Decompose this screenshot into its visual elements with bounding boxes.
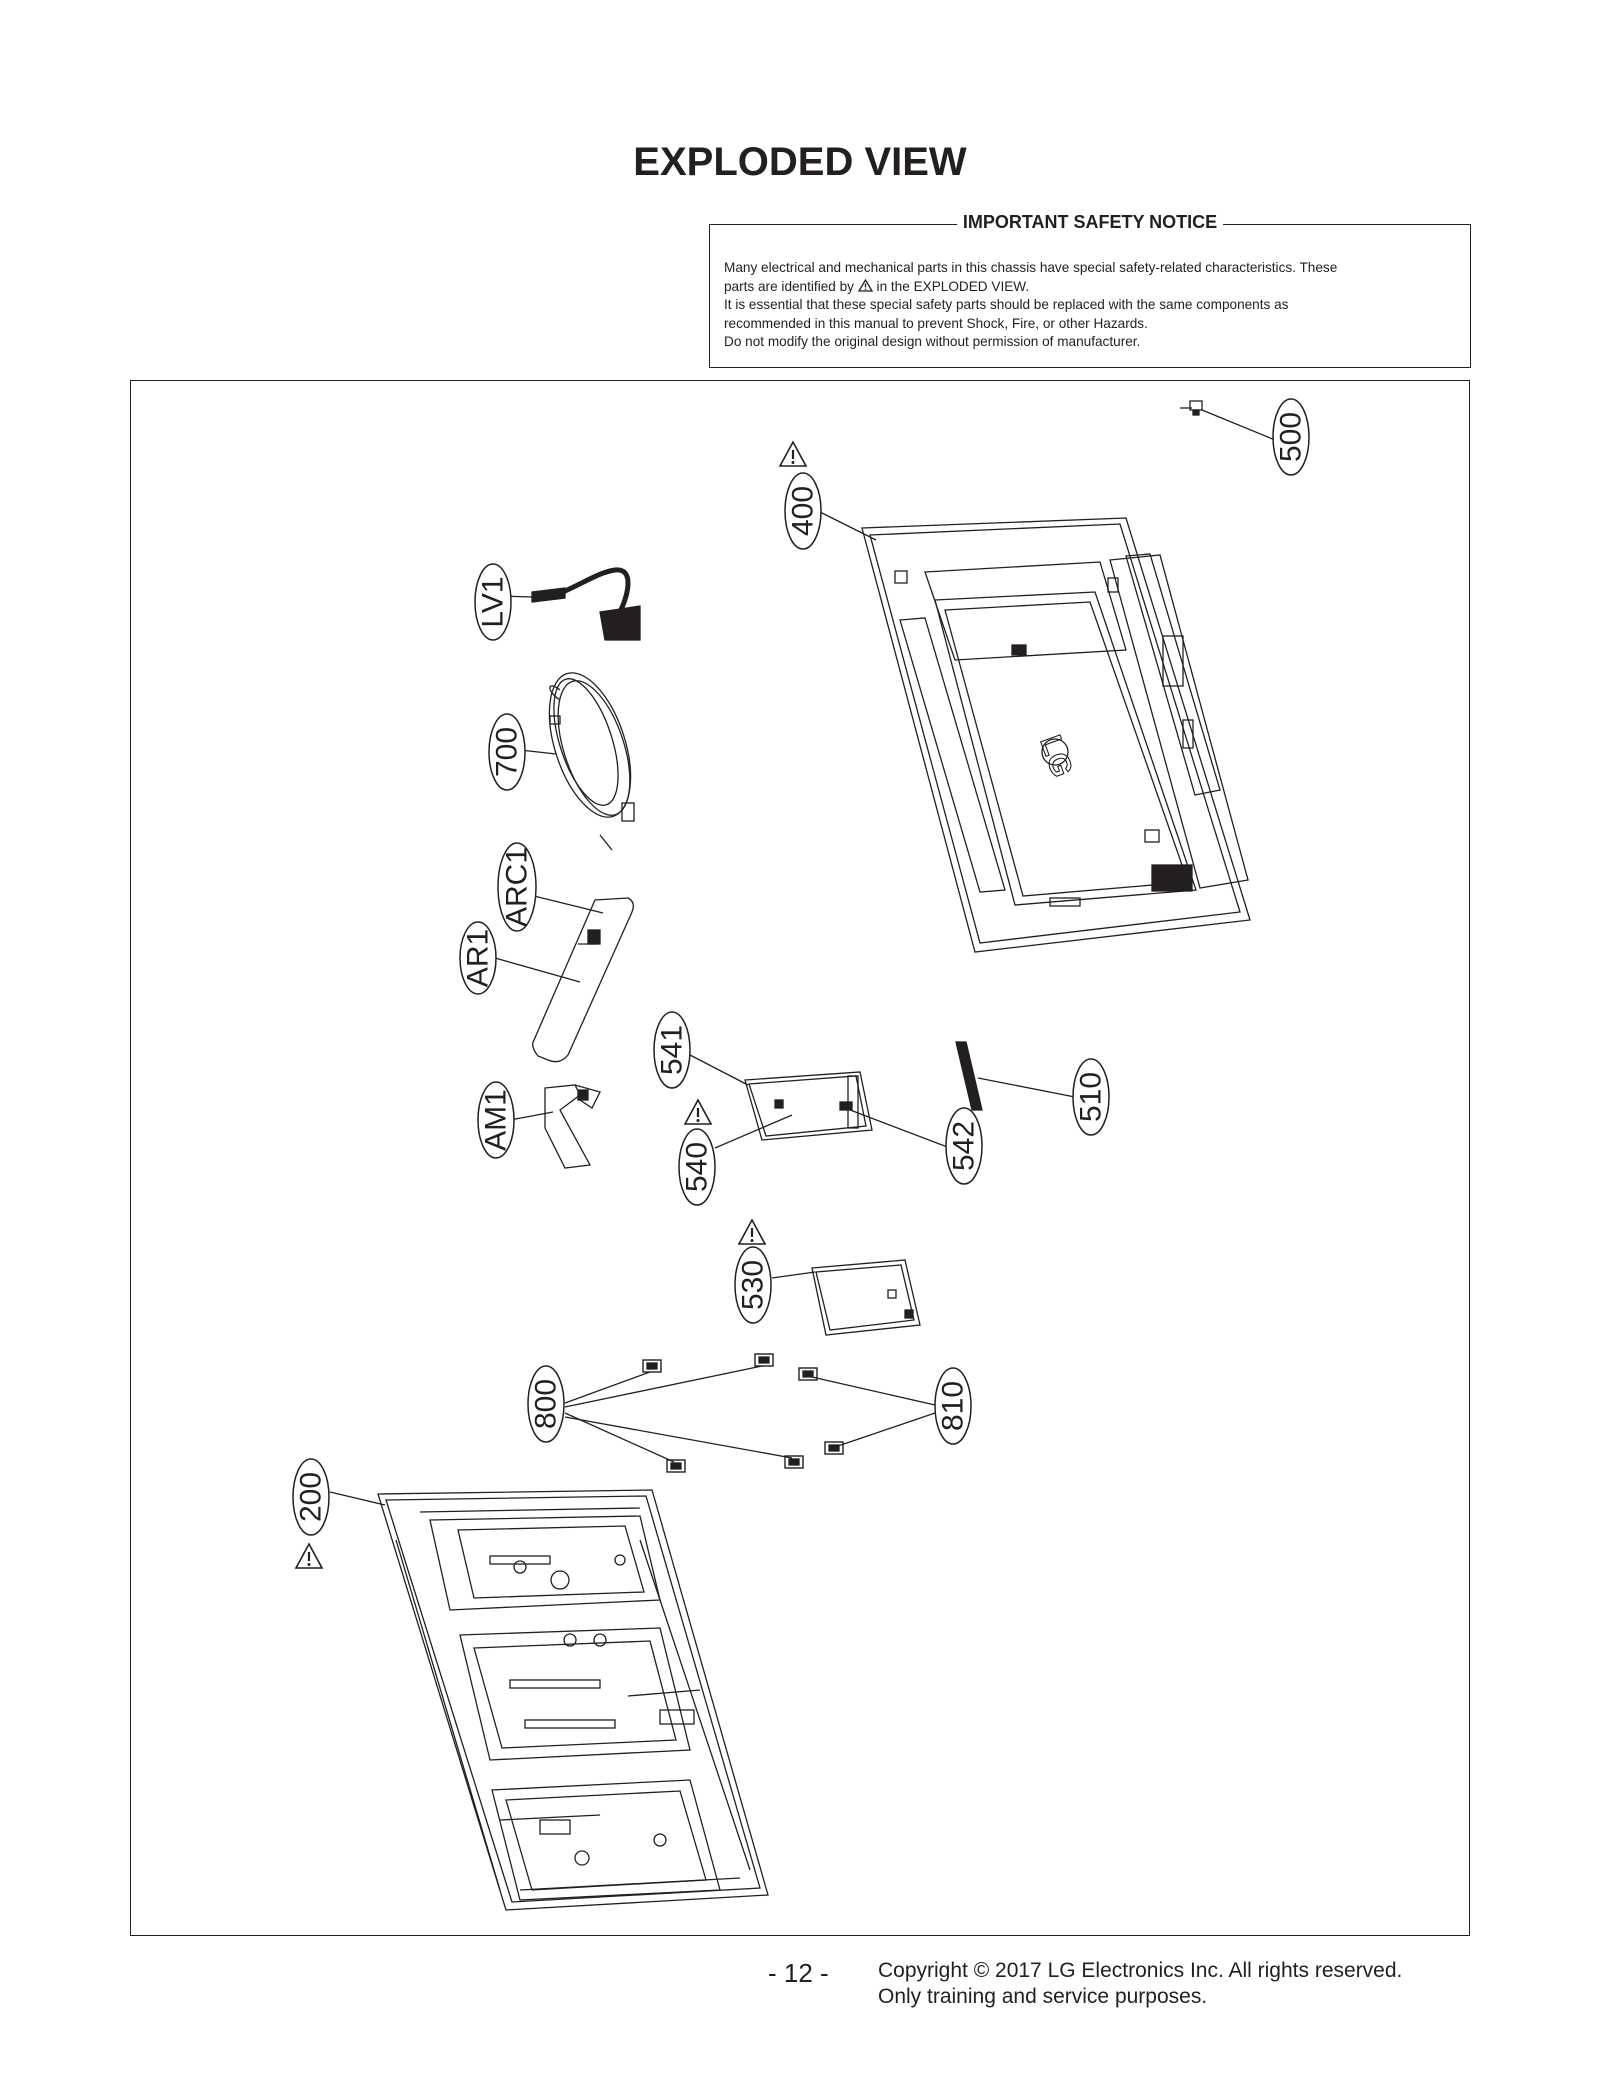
svg-text:510: 510 <box>1075 1072 1108 1122</box>
callout-200: 200 <box>292 1458 330 1536</box>
callout-810: 810 <box>934 1367 972 1445</box>
callout-arc1: ARC1 <box>497 842 537 932</box>
safety-notice-box: IMPORTANT SAFETY NOTICE Many electrical … <box>709 212 1471 368</box>
callout-800: 800 <box>527 1365 565 1443</box>
callout-510: 510 <box>1072 1058 1110 1136</box>
notice-line: It is essential that these special safet… <box>724 297 1289 312</box>
usage-text: Only training and service purposes. <box>878 1985 1208 2008</box>
part-530-power-board <box>811 1259 921 1336</box>
part-541-main-board <box>744 1071 873 1141</box>
safety-notice-text: Many electrical and mechanical parts in … <box>724 259 1456 352</box>
notice-line: recommended in this manual to prevent Sh… <box>724 315 1148 331</box>
callout-lv1: LV1 <box>474 563 512 641</box>
copyright-text: Copyright © 2017 LG Electronics Inc. All… <box>878 1959 1403 1982</box>
warning-triangle-icon <box>737 1218 767 1246</box>
part-am1-stand <box>544 1084 601 1169</box>
warning-triangle-icon <box>683 1098 713 1126</box>
svg-text:530: 530 <box>737 1260 770 1310</box>
svg-text:800: 800 <box>530 1379 563 1429</box>
notice-line: Do not modify the original design withou… <box>724 334 1141 349</box>
part-700-power-cord <box>548 672 635 851</box>
callout-ar1: AR1 <box>459 921 497 995</box>
part-200-rear-frame <box>377 1489 769 1911</box>
svg-text:810: 810 <box>937 1381 970 1431</box>
part-ar1-remote <box>532 897 634 1063</box>
svg-text:ARC1: ARC1 <box>501 847 534 927</box>
svg-text:541: 541 <box>656 1025 689 1075</box>
page-number: - 12 - <box>768 1958 829 1988</box>
page-title: EXPLODED VIEW <box>633 140 967 184</box>
callout-541: 541 <box>653 1011 691 1089</box>
callout-500: 500 <box>1272 398 1310 476</box>
warning-triangle-icon <box>294 1542 324 1570</box>
part-lv1-cable <box>531 567 641 641</box>
diagram-frame <box>130 380 1470 1936</box>
svg-text:540: 540 <box>681 1142 714 1192</box>
callout-542: 542 <box>945 1107 983 1185</box>
warning-triangle-icon <box>778 440 808 468</box>
svg-text:LV1: LV1 <box>477 576 510 627</box>
part-400-back-cover: LG <box>861 517 1251 953</box>
safety-notice-heading: IMPORTANT SAFETY NOTICE <box>956 212 1224 232</box>
part-500-screw <box>1180 400 1203 416</box>
svg-text:400: 400 <box>787 486 820 536</box>
svg-text:700: 700 <box>491 727 524 777</box>
warning-triangle-icon <box>857 278 873 292</box>
callout-530: 530 <box>734 1246 772 1324</box>
svg-text:AM1: AM1 <box>480 1089 513 1151</box>
callout-540: 540 <box>678 1128 716 1206</box>
footer-copyright: Copyright © 2017 LG Electronics Inc. All… <box>878 1958 1402 2010</box>
lg-logo-text: LG <box>1033 731 1078 781</box>
callout-400: 400 <box>784 472 822 550</box>
notice-line: parts are identified by in the EXPLODED … <box>724 278 1030 294</box>
svg-text:500: 500 <box>1275 412 1308 462</box>
svg-text:200: 200 <box>295 1472 328 1522</box>
callout-am1: AM1 <box>477 1081 515 1159</box>
callout-700: 700 <box>488 713 526 791</box>
svg-text:542: 542 <box>948 1121 981 1171</box>
svg-text:AR1: AR1 <box>462 929 495 987</box>
notice-line: Many electrical and mechanical parts in … <box>724 260 1338 275</box>
part-510-key-strip <box>955 1041 983 1111</box>
